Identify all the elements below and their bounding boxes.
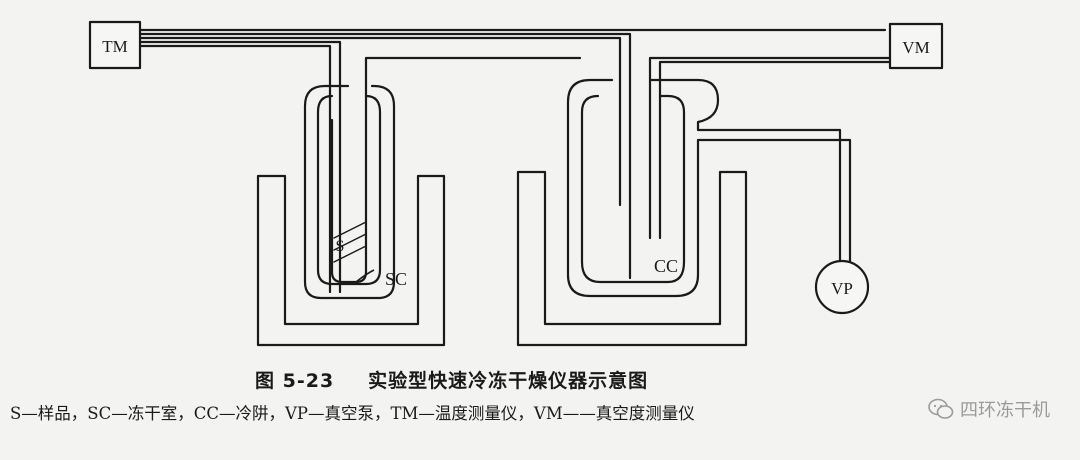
vp-circle bbox=[814, 259, 870, 315]
sc-label: SC bbox=[385, 269, 407, 289]
tm-box bbox=[88, 20, 142, 70]
vp-label: VP bbox=[831, 279, 853, 298]
sample-hatching bbox=[333, 221, 367, 263]
cc-label: CC bbox=[654, 256, 678, 276]
vm-box bbox=[888, 22, 944, 70]
vm-wire bbox=[648, 56, 892, 240]
figure-number: 图 5-23 bbox=[255, 370, 335, 392]
wechat-icon bbox=[928, 398, 954, 419]
tm-label: TM bbox=[102, 37, 128, 56]
sample-label: S bbox=[336, 238, 345, 255]
figure-title: 实验型快速冷冻干燥仪器示意图 bbox=[368, 370, 649, 392]
drying-chamber bbox=[303, 84, 396, 300]
chamber-inner-tube bbox=[330, 118, 368, 284]
vm-label: VM bbox=[902, 38, 929, 57]
figure-legend: S—样品，SC—冻干室，CC—冷阱，VP—真空泵，TM—温度测量仪，VM——真空… bbox=[10, 404, 695, 423]
sc-pointer bbox=[355, 269, 375, 283]
cold-trap bbox=[566, 78, 852, 298]
figure-caption: 图 5-23 实验型快速冷冻干燥仪器示意图 bbox=[255, 366, 815, 393]
left-bath bbox=[256, 174, 446, 347]
right-bath bbox=[516, 170, 748, 347]
tm-wire-1 bbox=[138, 28, 887, 294]
watermark: 四环冻干机 bbox=[928, 396, 1050, 422]
sc-lead-wire bbox=[364, 56, 582, 122]
watermark-text: 四环冻干机 bbox=[960, 400, 1050, 421]
